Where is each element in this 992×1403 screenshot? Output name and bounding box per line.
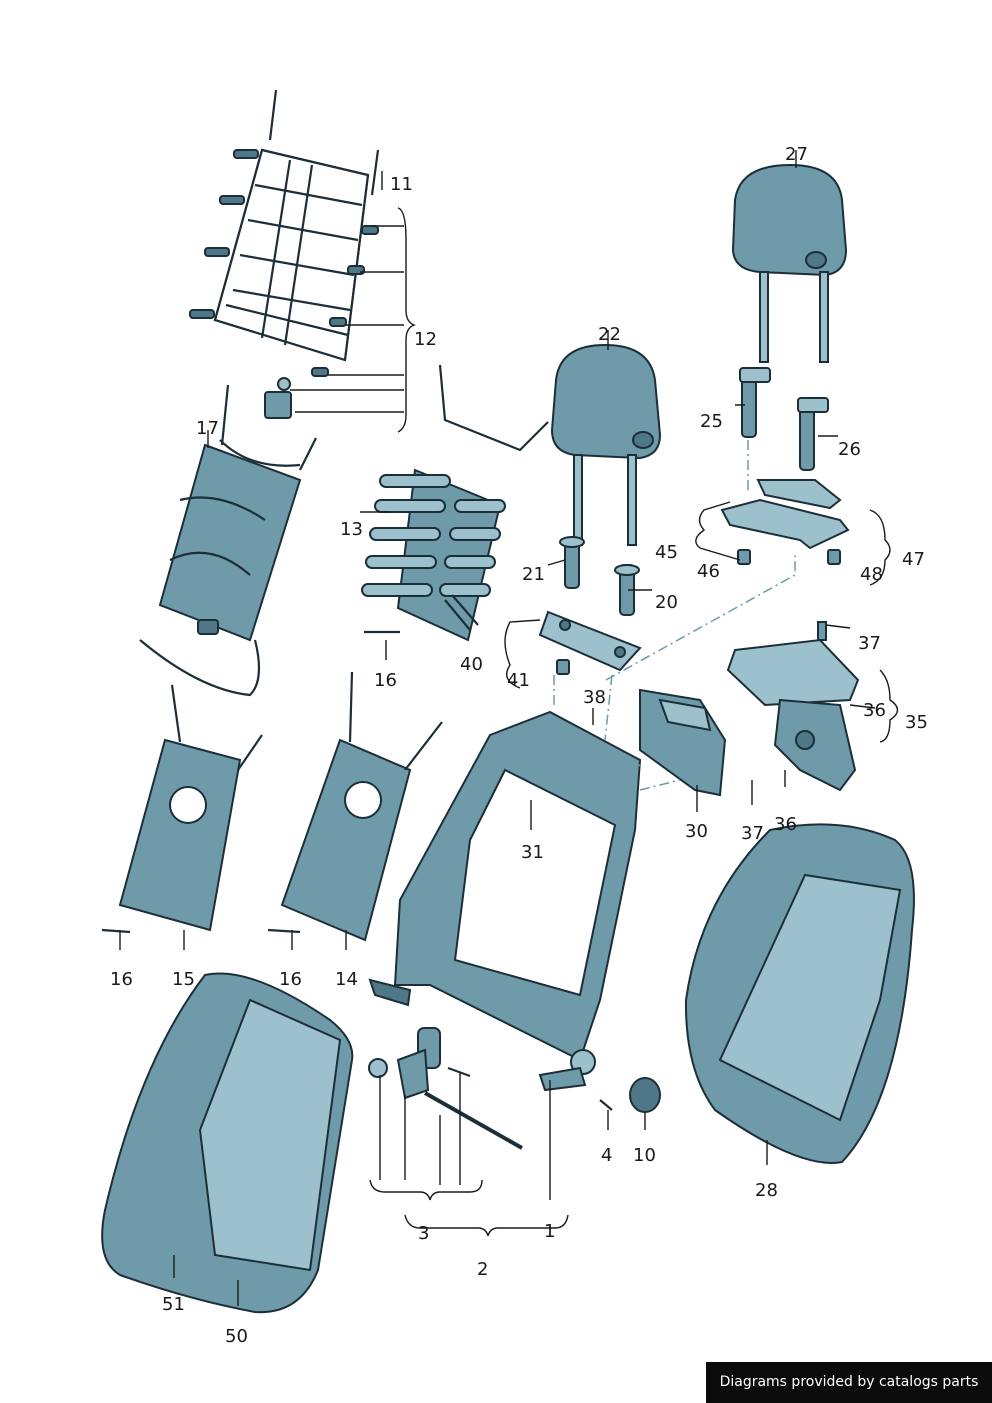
label-16-left: 16	[110, 969, 133, 990]
label-26: 26	[838, 439, 861, 460]
headrest-front	[550, 343, 662, 546]
label-16-mid: 16	[279, 969, 302, 990]
label-4: 4	[601, 1145, 612, 1166]
label-11: 11	[390, 174, 413, 195]
wire-mat	[189, 89, 380, 419]
label-16-top: 16	[374, 670, 397, 691]
label-20: 20	[655, 592, 678, 613]
label-12: 12	[414, 329, 437, 350]
label-35: 35	[905, 712, 928, 733]
guide-sleeves	[559, 367, 829, 616]
headrest-rear	[731, 163, 848, 363]
motor-and-rod	[368, 1027, 523, 1150]
label-47: 47	[902, 549, 925, 570]
credit-banner: Diagrams provided by catalogs parts	[706, 1362, 992, 1403]
label-48: 48	[860, 564, 883, 585]
part-labels: 11 12 17 13 16 22 27 25 26 21 20 45 46 4…	[110, 144, 928, 1347]
label-40: 40	[460, 654, 483, 675]
lumbar-plate-left	[101, 684, 263, 934]
backrest-cushion	[101, 972, 354, 1314]
label-2: 2	[477, 1259, 488, 1280]
label-45: 45	[655, 542, 678, 563]
backrest-frame	[368, 710, 642, 1092]
label-28: 28	[755, 1180, 778, 1201]
label-50: 50	[225, 1326, 248, 1347]
label-37-top: 37	[858, 633, 881, 654]
side-mechanism	[726, 621, 860, 792]
backrest-spring-panel	[361, 364, 549, 642]
leader-lines	[119, 150, 899, 1306]
label-21: 21	[522, 564, 545, 585]
label-30: 30	[685, 821, 708, 842]
label-27: 27	[785, 144, 808, 165]
backrest-rear-panel	[684, 823, 915, 1164]
label-3: 3	[418, 1223, 429, 1244]
trim-bracket	[720, 479, 850, 565]
label-51: 51	[162, 1294, 185, 1315]
label-41: 41	[507, 670, 530, 691]
knob-and-screw	[599, 1077, 661, 1113]
label-13: 13	[340, 519, 363, 540]
label-1: 1	[544, 1221, 555, 1242]
assembly-lines	[553, 440, 796, 791]
label-38: 38	[583, 687, 606, 708]
label-37-bottom: 37	[741, 823, 764, 844]
label-14: 14	[335, 969, 358, 990]
label-31: 31	[521, 842, 544, 863]
label-46: 46	[697, 561, 720, 582]
label-25: 25	[700, 411, 723, 432]
label-10: 10	[633, 1145, 656, 1166]
label-15: 15	[172, 969, 195, 990]
label-17: 17	[196, 418, 219, 439]
frame-bracket	[639, 688, 727, 797]
lumbar-support-pad	[139, 384, 317, 697]
label-22: 22	[598, 324, 621, 345]
label-36-bottom: 36	[774, 814, 797, 835]
lumbar-plate-right	[267, 671, 443, 942]
label-36-top: 36	[863, 700, 886, 721]
upper-mounting-plate	[538, 610, 642, 675]
